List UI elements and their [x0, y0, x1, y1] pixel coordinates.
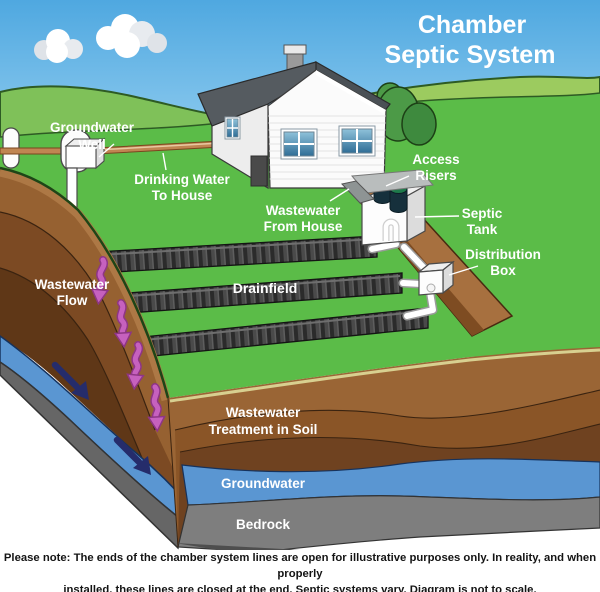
- leader-wastewater-from-house: [329, 188, 350, 202]
- label-bedrock: Bedrock: [236, 517, 291, 532]
- cloud-icon: [34, 29, 83, 63]
- label-wastewater-treatment: Treatment in Soil: [209, 422, 318, 437]
- leader-drinking-water: [162, 152, 167, 171]
- label-access-risers: Access: [412, 152, 459, 167]
- label-groundwater-well: Groundwater: [50, 120, 135, 135]
- cutaway-edge: [0, 166, 170, 399]
- label-wastewater-from-house: From House: [264, 219, 343, 234]
- leader-lines: [98, 143, 479, 276]
- water-pipe-left: [0, 147, 64, 155]
- eave-trim: [316, 70, 386, 114]
- well-pump-box: [65, 145, 97, 169]
- door: [250, 155, 268, 187]
- cloud-icon: [96, 14, 167, 58]
- label-septic-tank: Tank: [467, 222, 498, 237]
- label-wastewater-flow: Flow: [57, 293, 88, 308]
- label-groundwater-well: Well: [78, 137, 106, 152]
- label-access-risers: Risers: [415, 168, 456, 183]
- leader-groundwater-well: [98, 143, 115, 158]
- label-drainfield: Drainfield: [233, 280, 298, 296]
- footnote-line-2: installed, these lines are closed at the…: [63, 584, 537, 592]
- label-distribution-box: Box: [490, 263, 516, 278]
- label-wastewater-flow: Wastewater: [35, 277, 110, 292]
- title-line-1: Chamber: [418, 11, 527, 39]
- label-drinking-water: To House: [152, 188, 213, 203]
- label-wastewater-treatment: Wastewater: [226, 405, 301, 420]
- label-septic-tank: Septic: [462, 206, 503, 221]
- title-line-2: Septic System: [385, 41, 556, 69]
- window: [280, 128, 318, 160]
- footnote-line-1: Please note: The ends of the chamber sys…: [3, 552, 597, 580]
- label-distribution-box: Distribution: [465, 247, 541, 262]
- bedrock-left-face: [0, 361, 184, 550]
- distribution-box: [417, 260, 455, 296]
- leader-access-risers: [385, 175, 410, 187]
- bedrock-band: [177, 495, 600, 550]
- leader-distribution-box: [448, 265, 479, 276]
- label-drinking-water: Drinking Water: [134, 172, 230, 187]
- chimney-cap: [283, 44, 307, 55]
- window: [338, 125, 376, 157]
- soil-front-face: [167, 347, 600, 550]
- footnote: Please note: The ends of the chamber sys…: [0, 550, 600, 592]
- soil-cutaway: [0, 166, 190, 505]
- sewer-pipe: [341, 180, 375, 204]
- leader-septic-tank: [414, 215, 460, 218]
- diagram-canvas: Chamber Septic System: [0, 0, 600, 550]
- pipe-highlight: [95, 142, 222, 151]
- house: [197, 44, 434, 204]
- septic-tank: [361, 175, 426, 246]
- label-groundwater-layer: Groundwater: [221, 476, 306, 491]
- window: [224, 116, 241, 140]
- label-wastewater-from-house: Wastewater: [266, 203, 341, 218]
- distribution-pipes: [367, 239, 438, 321]
